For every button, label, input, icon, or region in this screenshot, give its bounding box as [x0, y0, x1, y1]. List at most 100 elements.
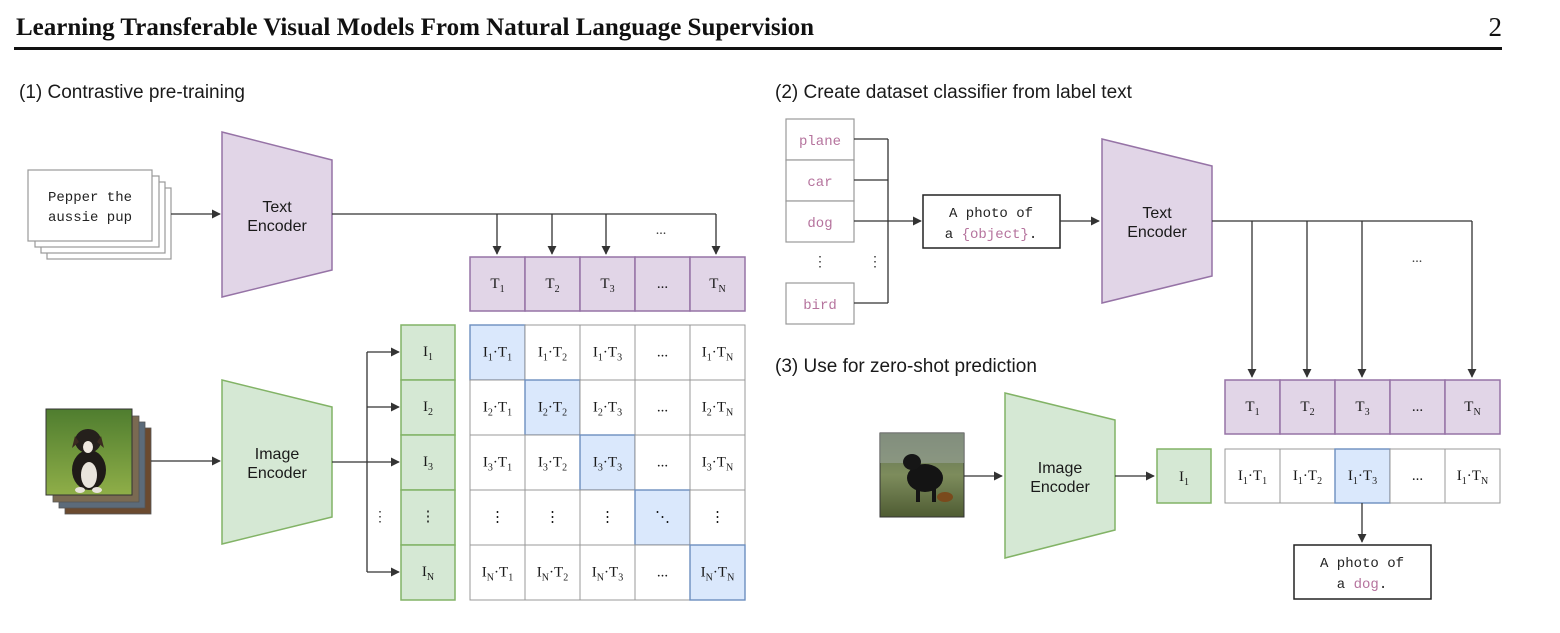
matrix-cell — [634, 379, 691, 436]
i-embedding-label: ⋮ — [421, 509, 436, 525]
matrix-cell-text: IN·T2 — [537, 565, 568, 584]
t-embedding-zs-cell — [1224, 379, 1281, 435]
similarity-cell — [1389, 448, 1446, 504]
svg-text:Image: Image — [255, 446, 300, 463]
caption-line2: aussie pup — [48, 210, 132, 226]
similarity-cell-text: I1·TN — [1457, 468, 1488, 487]
matrix-cell — [579, 489, 636, 546]
dots-2: ... — [1412, 251, 1423, 266]
dog-photo — [879, 432, 965, 518]
svg-text:Image: Image — [1038, 460, 1083, 477]
t-embedding-zs-label: T3 — [1355, 399, 1369, 418]
t-embedding-label: T3 — [600, 276, 614, 295]
matrix-cell-text: ⋮ — [490, 510, 505, 526]
puppy-photo-stack — [45, 408, 152, 515]
matrix-cell — [469, 434, 526, 491]
matrix-cell-text: I2·T2 — [538, 400, 567, 419]
image-embedding-i1: I1 — [1156, 448, 1212, 504]
similarity-cell-text: ... — [1412, 468, 1423, 484]
label-connectors — [854, 138, 922, 304]
matrix-cell — [524, 544, 581, 601]
matrix-cell — [689, 434, 746, 491]
t-embedding-cell — [524, 256, 581, 312]
matrix-cell — [469, 489, 526, 546]
matrix-cell-text: ... — [657, 565, 668, 581]
matrix-cell-text: ⋮ — [600, 510, 615, 526]
matrix-cell-diagonal — [634, 489, 691, 546]
svg-text:Encoder: Encoder — [247, 465, 307, 482]
image-encoder-1: Image Encoder — [221, 379, 333, 545]
similarity-cell-text: I1·T1 — [1238, 468, 1267, 487]
text-encoder-2: Text Encoder — [1101, 138, 1213, 304]
similarity-cell — [1444, 448, 1501, 504]
matrix-cell-text: ... — [657, 345, 668, 361]
matrix-cell-text: I1·T2 — [538, 345, 567, 364]
t-embedding-cell — [579, 256, 636, 312]
predicted-label: dog — [1354, 577, 1379, 593]
puppy-image — [45, 408, 133, 496]
svg-text:Encoder: Encoder — [247, 218, 307, 235]
section1-title: (1) Contrastive pre-training — [19, 82, 245, 103]
i-embedding-label: I2 — [423, 399, 433, 418]
matrix-cell-text: I2·TN — [702, 400, 733, 419]
label-car: car — [807, 175, 832, 191]
svg-text:a dog.: a dog. — [1337, 577, 1387, 593]
svg-text:A photo of: A photo of — [949, 206, 1033, 222]
t-embedding-zs-cell — [1389, 379, 1446, 435]
matrix-cell-text: I2·T3 — [593, 400, 622, 419]
label-bird: bird — [803, 298, 837, 314]
page-number: 2 — [1488, 12, 1503, 42]
label-vdots: ⋮ — [813, 255, 827, 270]
t-embedding-label: TN — [709, 276, 725, 295]
matrix-cell — [579, 379, 636, 436]
matrix-cell-text: I3·TN — [702, 455, 733, 474]
section2-title: (2) Create dataset classifier from label… — [775, 82, 1133, 103]
similarity-cell — [1224, 448, 1281, 504]
t-embedding-label: T2 — [545, 276, 559, 295]
image-encoder-2: Image Encoder — [1004, 392, 1116, 559]
label-plane: plane — [799, 134, 841, 150]
i-embedding-cell — [400, 434, 456, 491]
i-embedding-label: I3 — [423, 454, 433, 473]
svg-text:Text: Text — [1142, 205, 1172, 222]
i-embedding-label: IN — [422, 564, 434, 583]
t-embedding-cell — [469, 256, 526, 312]
matrix-cell-text: I3·T2 — [538, 455, 567, 474]
svg-text:Encoder: Encoder — [1030, 479, 1090, 496]
text-encoder-1: Text Encoder — [221, 131, 333, 298]
matrix-cell — [689, 379, 746, 436]
i-embedding-label: I1 — [423, 344, 433, 363]
matrix-cell-text: ... — [657, 455, 668, 471]
matrix-cell-diagonal — [524, 379, 581, 436]
image-embedding-arrows-1: ⋮ — [332, 347, 400, 577]
matrix-cell — [689, 489, 746, 546]
matrix-cell-text: I1·T3 — [593, 345, 622, 364]
matrix-cell-text: ⋮ — [545, 510, 560, 526]
matrix-cell — [579, 324, 636, 381]
matrix-cell — [469, 544, 526, 601]
matrix-cell-text: IN·T3 — [592, 565, 623, 584]
t-embedding-zs-cell — [1279, 379, 1336, 435]
similarity-row: I1·T1 I1·T2 I1·T3... I1·TN — [1224, 448, 1501, 504]
t-embedding-zs-cell — [1444, 379, 1501, 435]
similarity-cell-text: I1·T3 — [1348, 468, 1377, 487]
similarity-cell-text: I1·T2 — [1293, 468, 1322, 487]
t-embedding-zs-label: TN — [1464, 399, 1480, 418]
dots-1: ... — [656, 223, 667, 238]
matrix-cell-text: IN·TN — [701, 565, 735, 584]
svg-text:a {object}.: a {object}. — [945, 227, 1037, 243]
caption-line1: Pepper the — [48, 190, 132, 206]
matrix-cell — [524, 434, 581, 491]
running-header-title: Learning Transferable Visual Models From… — [16, 14, 814, 41]
text-embedding-arrows-2: ... — [1212, 220, 1477, 378]
prompt-template: A photo of a {object}. — [922, 194, 1061, 249]
label-connector-vdots: ⋮ — [868, 255, 882, 270]
matrix-cell — [469, 379, 526, 436]
section3-title: (3) Use for zero-shot prediction — [775, 356, 1037, 377]
matrix-cell-diagonal — [689, 544, 746, 601]
matrix-cell-text: I3·T1 — [483, 455, 512, 474]
